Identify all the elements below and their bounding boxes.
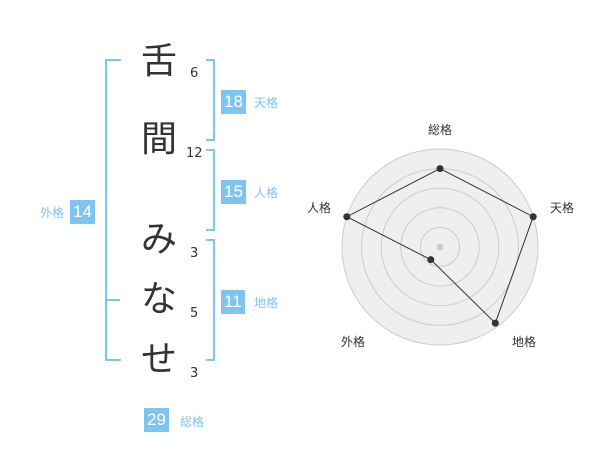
tenkaku-badge: 18 xyxy=(221,90,246,114)
radar-label-tenkaku: 天格 xyxy=(550,201,575,215)
radar-point-2 xyxy=(529,213,537,221)
stroke-brackets xyxy=(105,59,215,361)
radar-ring-5 xyxy=(419,226,461,268)
tenkaku-label: 天格 xyxy=(254,96,279,110)
soukaku-label: 総格 xyxy=(180,415,205,429)
radar-point-3 xyxy=(491,319,499,327)
name-char-2: 間 xyxy=(141,119,178,160)
gaikaku-label: 外格 xyxy=(40,206,65,220)
gaikaku-bracket xyxy=(105,59,121,361)
radar-ring-3 xyxy=(380,187,500,307)
stroke-count-4: 5 xyxy=(190,306,199,321)
jinkaku-badge: 15 xyxy=(221,180,246,204)
name-char-5: せ xyxy=(141,339,178,380)
radar-polygon xyxy=(345,168,534,325)
gaikaku-badge: 14 xyxy=(70,200,95,224)
radar-label-gaikaku: 外格 xyxy=(341,335,366,349)
stroke-count-2: 12 xyxy=(186,146,203,161)
jinkaku-bracket xyxy=(206,149,215,231)
stroke-count-1: 6 xyxy=(190,66,199,81)
radar-label-jinkaku: 人格 xyxy=(307,201,332,215)
chikaku-label: 地格 xyxy=(254,296,279,310)
radar-chart xyxy=(341,148,539,346)
chikaku-badge: 11 xyxy=(221,290,245,314)
jinkaku-label: 人格 xyxy=(254,186,279,200)
stroke-count-5: 3 xyxy=(190,366,199,381)
radar-center-dot xyxy=(436,243,444,251)
radar-label-soukaku: 総格 xyxy=(428,123,453,137)
name-char-4: な xyxy=(141,279,178,320)
radar-point-1 xyxy=(436,165,444,173)
soukaku-badge: 29 xyxy=(144,408,169,432)
radar-point-5 xyxy=(343,213,351,221)
radar-point-4 xyxy=(427,256,435,264)
name-char-1: 舌 xyxy=(141,41,178,82)
radar-label-chikaku: 地格 xyxy=(512,335,537,349)
stroke-count-3: 3 xyxy=(190,246,199,261)
radar-ring-4 xyxy=(400,207,480,287)
chikaku-bracket xyxy=(206,239,215,361)
name-char-3: み xyxy=(141,219,178,260)
tenkaku-bracket xyxy=(206,59,215,141)
